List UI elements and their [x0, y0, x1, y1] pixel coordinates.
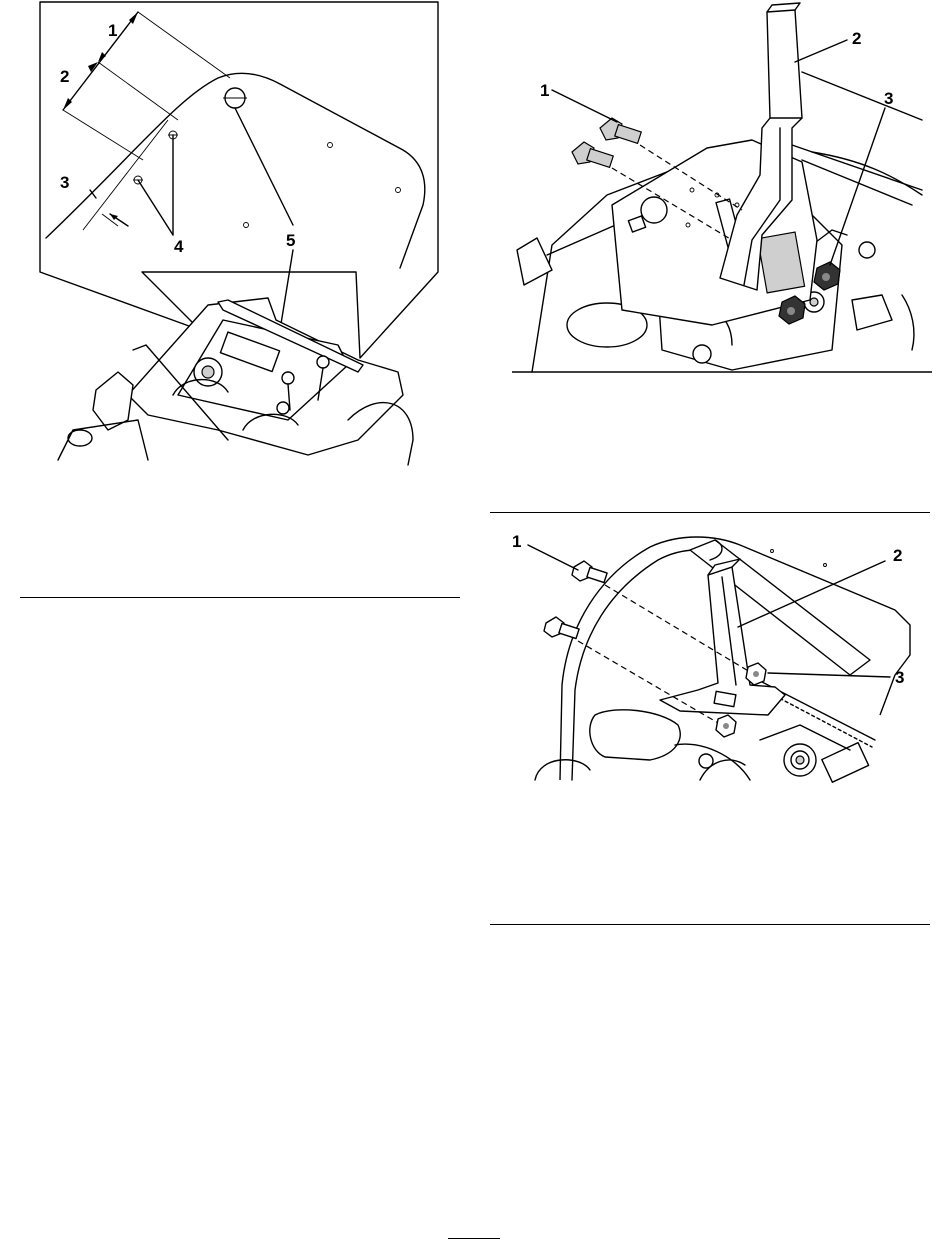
figure-drill-template-callout-1: 1: [108, 21, 117, 40]
bolt-icon: [572, 561, 607, 583]
figure-top-right-divider: [490, 512, 930, 513]
figure-drill-template-callout-2: 2: [60, 67, 69, 86]
page-footer-rule: [448, 1238, 500, 1239]
figure-bracket-mounted-callout-2: 2: [893, 546, 902, 565]
figure-drill-template-callout-5: 5: [286, 231, 295, 250]
figure-drill-template-drawing: 1 2 3 4 5: [18, 0, 458, 470]
bolt-icon: [572, 142, 613, 167]
figure-drill-template-callout-3: 3: [60, 173, 69, 192]
figure-bracket-install-drawing: 1 2 3: [512, 0, 932, 380]
figure-bracket-install-callout-3: 3: [884, 89, 893, 108]
figure-bracket-mounted-callout-3: 3: [895, 668, 904, 687]
figure-bracket-mounted-drawing: 1 2 3: [500, 515, 930, 790]
bolt-icon: [600, 118, 641, 143]
figure-bracket-install-callout-1: 1: [540, 81, 549, 100]
figure-drill-template-callout-4: 4: [174, 237, 184, 256]
figure-top-left-divider: [20, 597, 460, 598]
figure-bracket-install: 1 2 3: [512, 0, 932, 380]
figure-bracket-mounted: 1 2 3: [500, 515, 930, 790]
figure-bracket-install-callout-2: 2: [852, 29, 861, 48]
figure-bracket-mounted-callout-1: 1: [512, 532, 521, 551]
figure-drill-template: 1 2 3 4 5: [18, 0, 458, 470]
figure-bottom-right-divider: [490, 924, 930, 925]
bolt-icon: [544, 617, 579, 639]
